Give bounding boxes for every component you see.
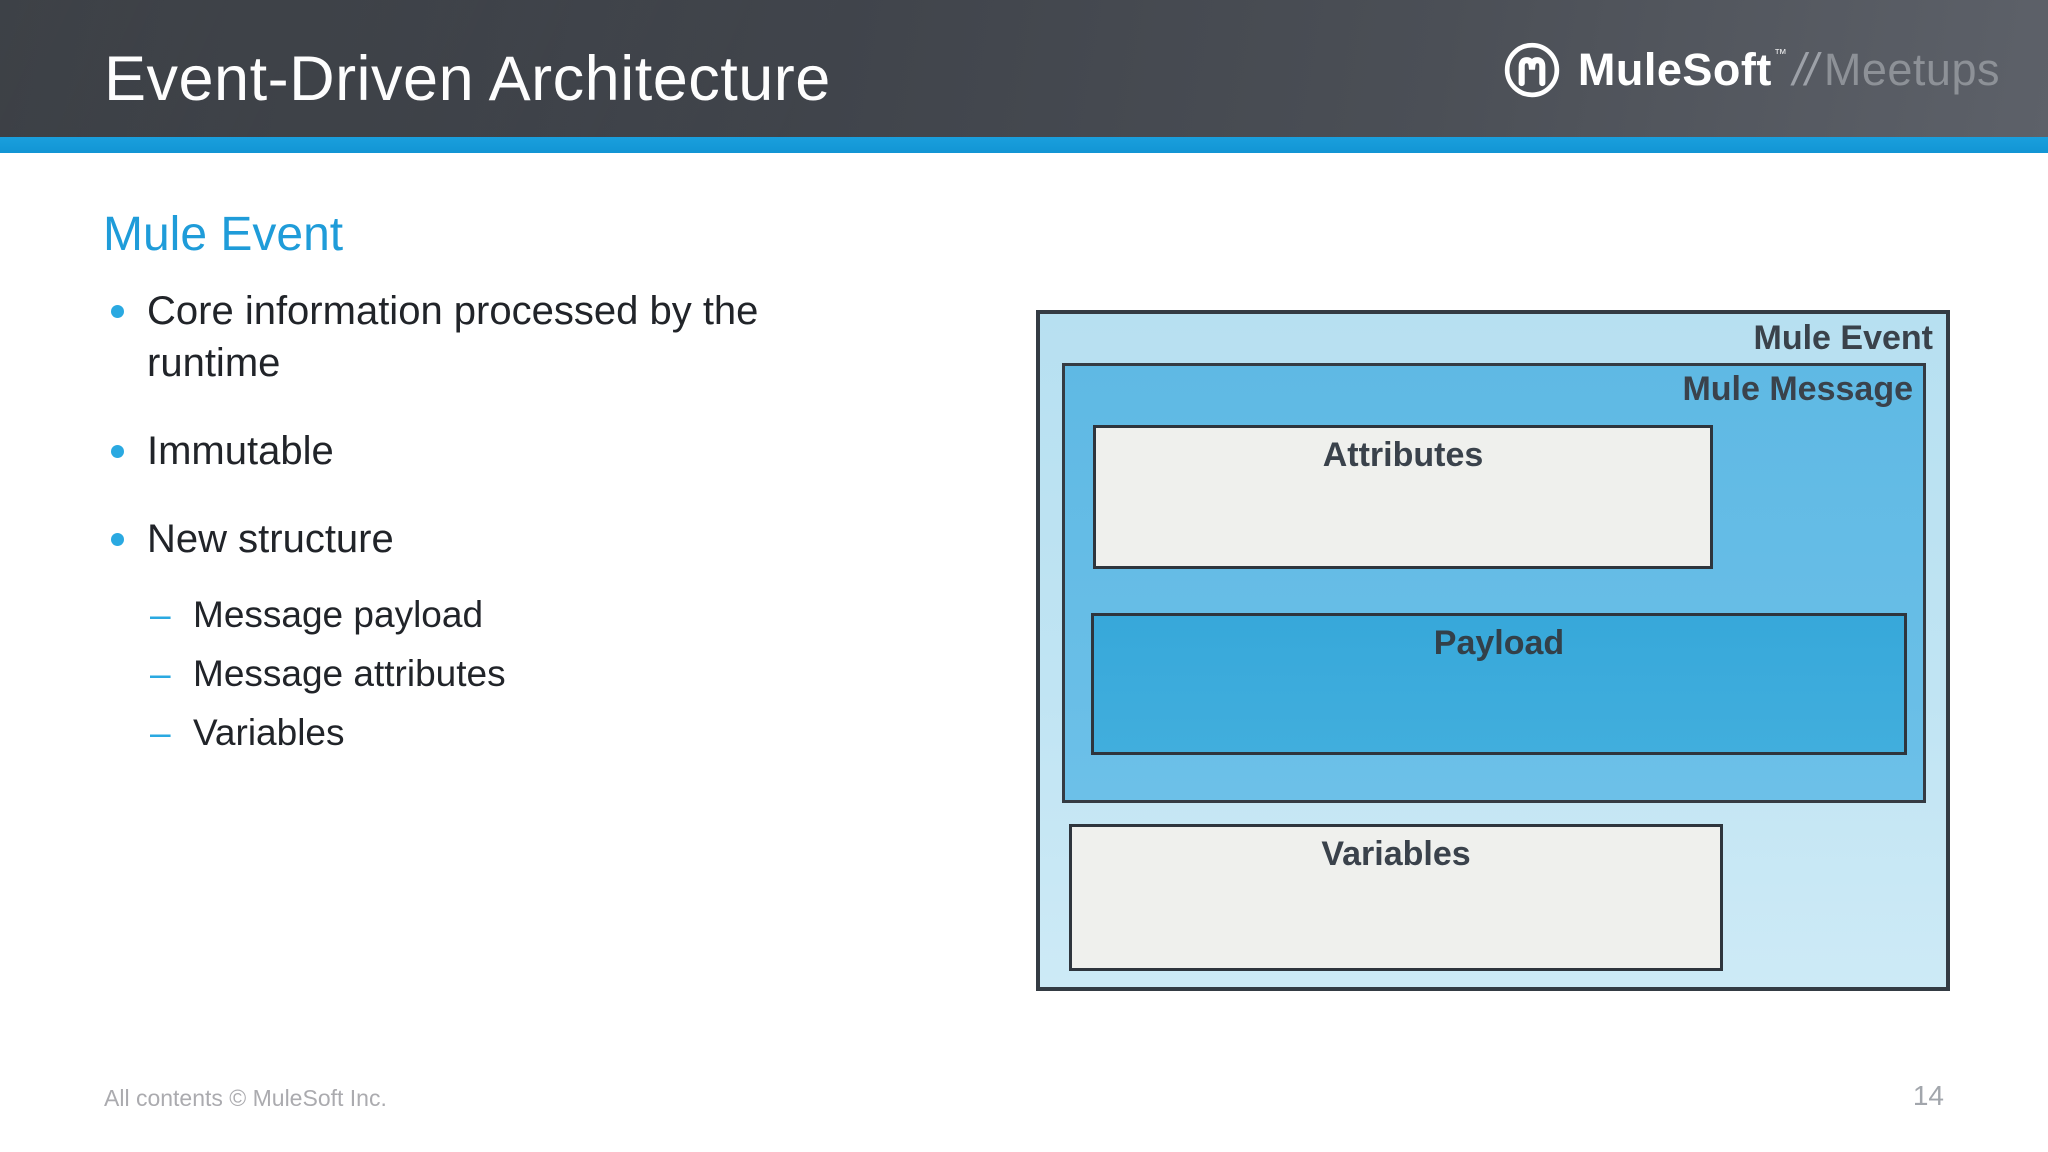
copyright-note: All contents © MuleSoft Inc. bbox=[104, 1085, 387, 1111]
sub-bullet-text: Message attributes bbox=[193, 653, 506, 694]
sub-bullet-item: – Message payload bbox=[150, 591, 884, 639]
payload-box: Payload bbox=[1091, 613, 1907, 755]
variables-box: Variables bbox=[1069, 824, 1723, 971]
slide-header: Event-Driven Architecture MuleSoft ™ // … bbox=[0, 0, 2048, 137]
mule-message-box: Mule Message Attributes Payload bbox=[1062, 363, 1926, 803]
sub-bullet-item: – Message attributes bbox=[150, 650, 884, 698]
logo-brand-text: MuleSoft bbox=[1577, 44, 1772, 95]
page-number: 14 bbox=[1912, 1080, 1944, 1111]
bullet-text: Core information processed by the runtim… bbox=[147, 289, 759, 385]
payload-box-label: Payload bbox=[1433, 624, 1565, 662]
bullet-item: New structure bbox=[104, 513, 884, 565]
sub-bullet-text: Variables bbox=[193, 712, 345, 753]
bullet-dot-icon bbox=[111, 305, 124, 318]
sub-bullet-dash-icon: – bbox=[150, 712, 171, 753]
bullet-text: New structure bbox=[147, 517, 394, 561]
logo-trademark: ™ bbox=[1773, 46, 1787, 61]
accent-bar bbox=[0, 137, 2048, 153]
mulesoft-m-icon bbox=[1504, 42, 1560, 98]
mulesoft-meetups-logo: MuleSoft ™ // Meetups bbox=[1502, 40, 2000, 100]
attributes-box-label: Attributes bbox=[1322, 436, 1484, 474]
sub-bullet-dash-icon: – bbox=[150, 594, 171, 635]
logo-separator: // bbox=[1792, 44, 1818, 95]
mule-message-box-label: Mule Message bbox=[1682, 370, 1913, 408]
bullet-item: Core information processed by the runtim… bbox=[104, 285, 884, 389]
sub-bullet-item: – Variables bbox=[150, 709, 884, 757]
attributes-box: Attributes bbox=[1093, 425, 1713, 569]
variables-box-label: Variables bbox=[1321, 835, 1471, 873]
bullet-item: Immutable bbox=[104, 425, 884, 477]
section-heading: Mule Event bbox=[103, 208, 344, 261]
bullet-dot-icon bbox=[111, 533, 124, 546]
bullet-list: Core information processed by the runtim… bbox=[104, 285, 884, 768]
sub-bullet-text: Message payload bbox=[193, 594, 484, 635]
slide-title: Event-Driven Architecture bbox=[104, 44, 831, 114]
mule-event-box-label: Mule Event bbox=[1753, 319, 1933, 357]
sub-bullet-dash-icon: – bbox=[150, 653, 171, 694]
bullet-dot-icon bbox=[111, 445, 124, 458]
mule-event-diagram: Mule Event Mule Message Attributes Paylo… bbox=[1036, 310, 1950, 991]
bullet-text: Immutable bbox=[147, 429, 334, 473]
logo-program-text: Meetups bbox=[1823, 44, 2000, 95]
